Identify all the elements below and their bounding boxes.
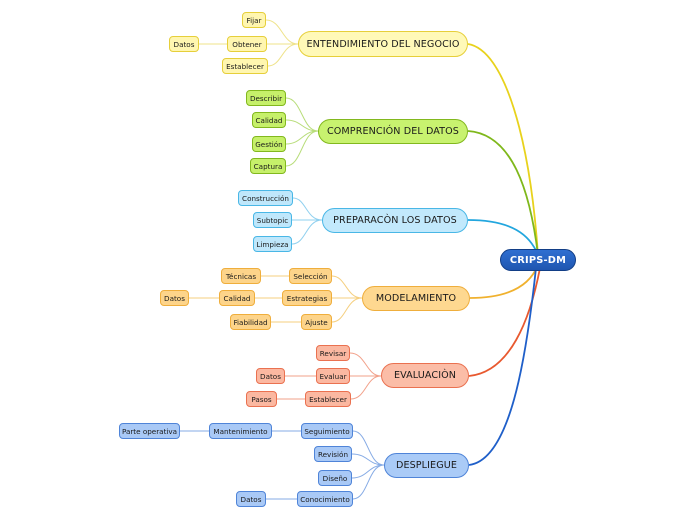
link-root-b2 [467,130,539,256]
node-calidad-datos[interactable]: Datos [160,290,189,306]
link-b6-diseno [351,464,385,479]
node-pasos[interactable]: Pasos [246,391,277,407]
node-conocimiento-datos[interactable]: Datos [236,491,266,507]
link-b6-seguimiento [352,430,385,466]
node-evaluar-datos[interactable]: Datos [256,368,285,384]
branch-preparacion[interactable]: PREPARACÒN LOS DATOS [322,208,468,233]
link-b5-revisar [349,352,382,377]
branch-comprencion[interactable]: COMPRENCIÓN DEL DATOS [318,119,468,144]
node-calidad[interactable]: Calidad [252,112,286,128]
node-seleccion[interactable]: Selección [289,268,332,284]
link-b5-establecer [350,375,382,400]
node-describir[interactable]: Describir [246,90,286,106]
node-evaluar[interactable]: Evaluar [316,368,350,384]
node-revision[interactable]: Revisión [314,446,352,462]
link-b6-revision [351,453,385,466]
root-node[interactable]: CRIPS-DM [500,249,576,271]
branch-b1-connectors [199,19,539,256]
node-seguimiento[interactable]: Seguimiento [301,423,353,439]
node-fijar[interactable]: Fijar [242,12,266,28]
node-obtener-datos[interactable]: Datos [169,36,199,52]
link-b2-describir [285,97,319,132]
node-revisar[interactable]: Revisar [316,345,350,361]
node-captura[interactable]: Captura [250,158,286,174]
node-fiabilidad[interactable]: Fiabilidad [230,314,271,330]
node-establecer-eval[interactable]: Establecer [305,391,351,407]
node-construccion[interactable]: Construcción [238,190,293,206]
branch-b5-connectors [277,267,541,400]
link-b6-conocimiento [352,464,385,500]
branch-evaluacion[interactable]: EVALUACIÒN [381,363,469,388]
node-obtener[interactable]: Obtener [227,36,267,52]
branch-b2-connectors [285,97,539,256]
node-ajuste[interactable]: Ajuste [301,314,332,330]
link-b4-ajuste [331,297,363,323]
branch-modelamiento[interactable]: MODELAMIENTO [362,286,470,311]
link-b3-construccion [292,197,323,221]
node-gestion[interactable]: Gestión [252,136,286,152]
node-tecnicas[interactable]: Técnicas [221,268,261,284]
node-establecer[interactable]: Establecer [222,58,268,74]
branch-entendimiento[interactable]: ENTENDIMIENTO DEL NEGOCIO [298,31,468,57]
node-conocimiento[interactable]: Conocimiento [297,491,353,507]
link-root-b1 [467,43,539,256]
node-mantenimiento[interactable]: Mantenimiento [209,423,272,439]
node-estrategias[interactable]: Estrategias [282,290,332,306]
branch-despliegue[interactable]: DESPLIEGUE [384,453,469,478]
link-b2-calidad [285,119,319,132]
node-diseno[interactable]: Diseño [318,470,352,486]
link-b1-establecer [267,43,299,67]
node-limpieza[interactable]: Limpieza [253,236,292,252]
node-parte-operativa[interactable]: Parte operativa [119,423,180,439]
link-root-b5 [468,267,541,377]
link-b3-limpieza [291,219,323,245]
link-b1-fijar [265,19,299,45]
link-b4-seleccion [331,275,363,299]
link-b2-gestion [285,130,319,145]
link-b2-captura [285,130,319,167]
branch-b6-connectors [180,267,537,500]
node-calidad-modelo[interactable]: Calidad [219,290,255,306]
node-subtopic[interactable]: Subtopic [253,212,292,228]
link-root-b6 [468,267,537,466]
